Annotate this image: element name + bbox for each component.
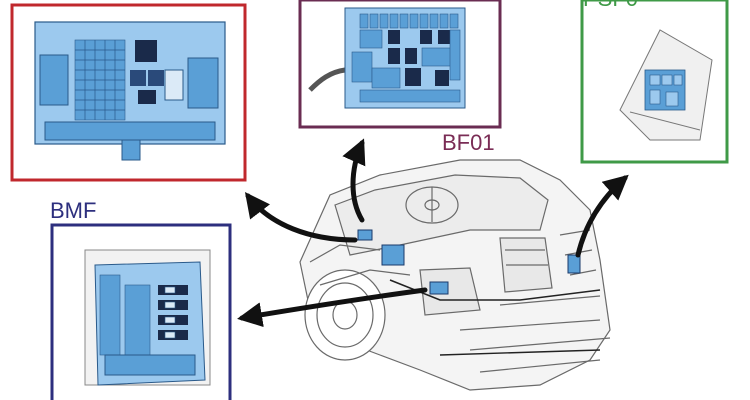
label-bf01: BF01	[442, 130, 495, 155]
pointer-arrows	[237, 138, 629, 328]
vehicle-chassis	[299, 159, 611, 391]
psf0-fuse-box	[580, 0, 729, 164]
label-bmf: BMF	[50, 198, 97, 223]
bmf-fuse-box	[50, 223, 232, 400]
top-left-fuse-box	[10, 3, 247, 182]
bf01-fuse-box	[298, 0, 502, 129]
label-psf0: PSF0	[583, 0, 638, 10]
arrow-to-psf0	[575, 174, 629, 258]
vehicle-module-markers	[357, 229, 581, 295]
arrow-to-bf01	[342, 138, 366, 223]
marker-bmf	[429, 281, 449, 295]
arrow-to-top-left	[244, 192, 358, 243]
marker-psf0	[567, 254, 581, 274]
marker-bf01	[381, 244, 405, 266]
marker-bsi	[357, 229, 373, 241]
arrow-to-bmf	[237, 287, 428, 328]
